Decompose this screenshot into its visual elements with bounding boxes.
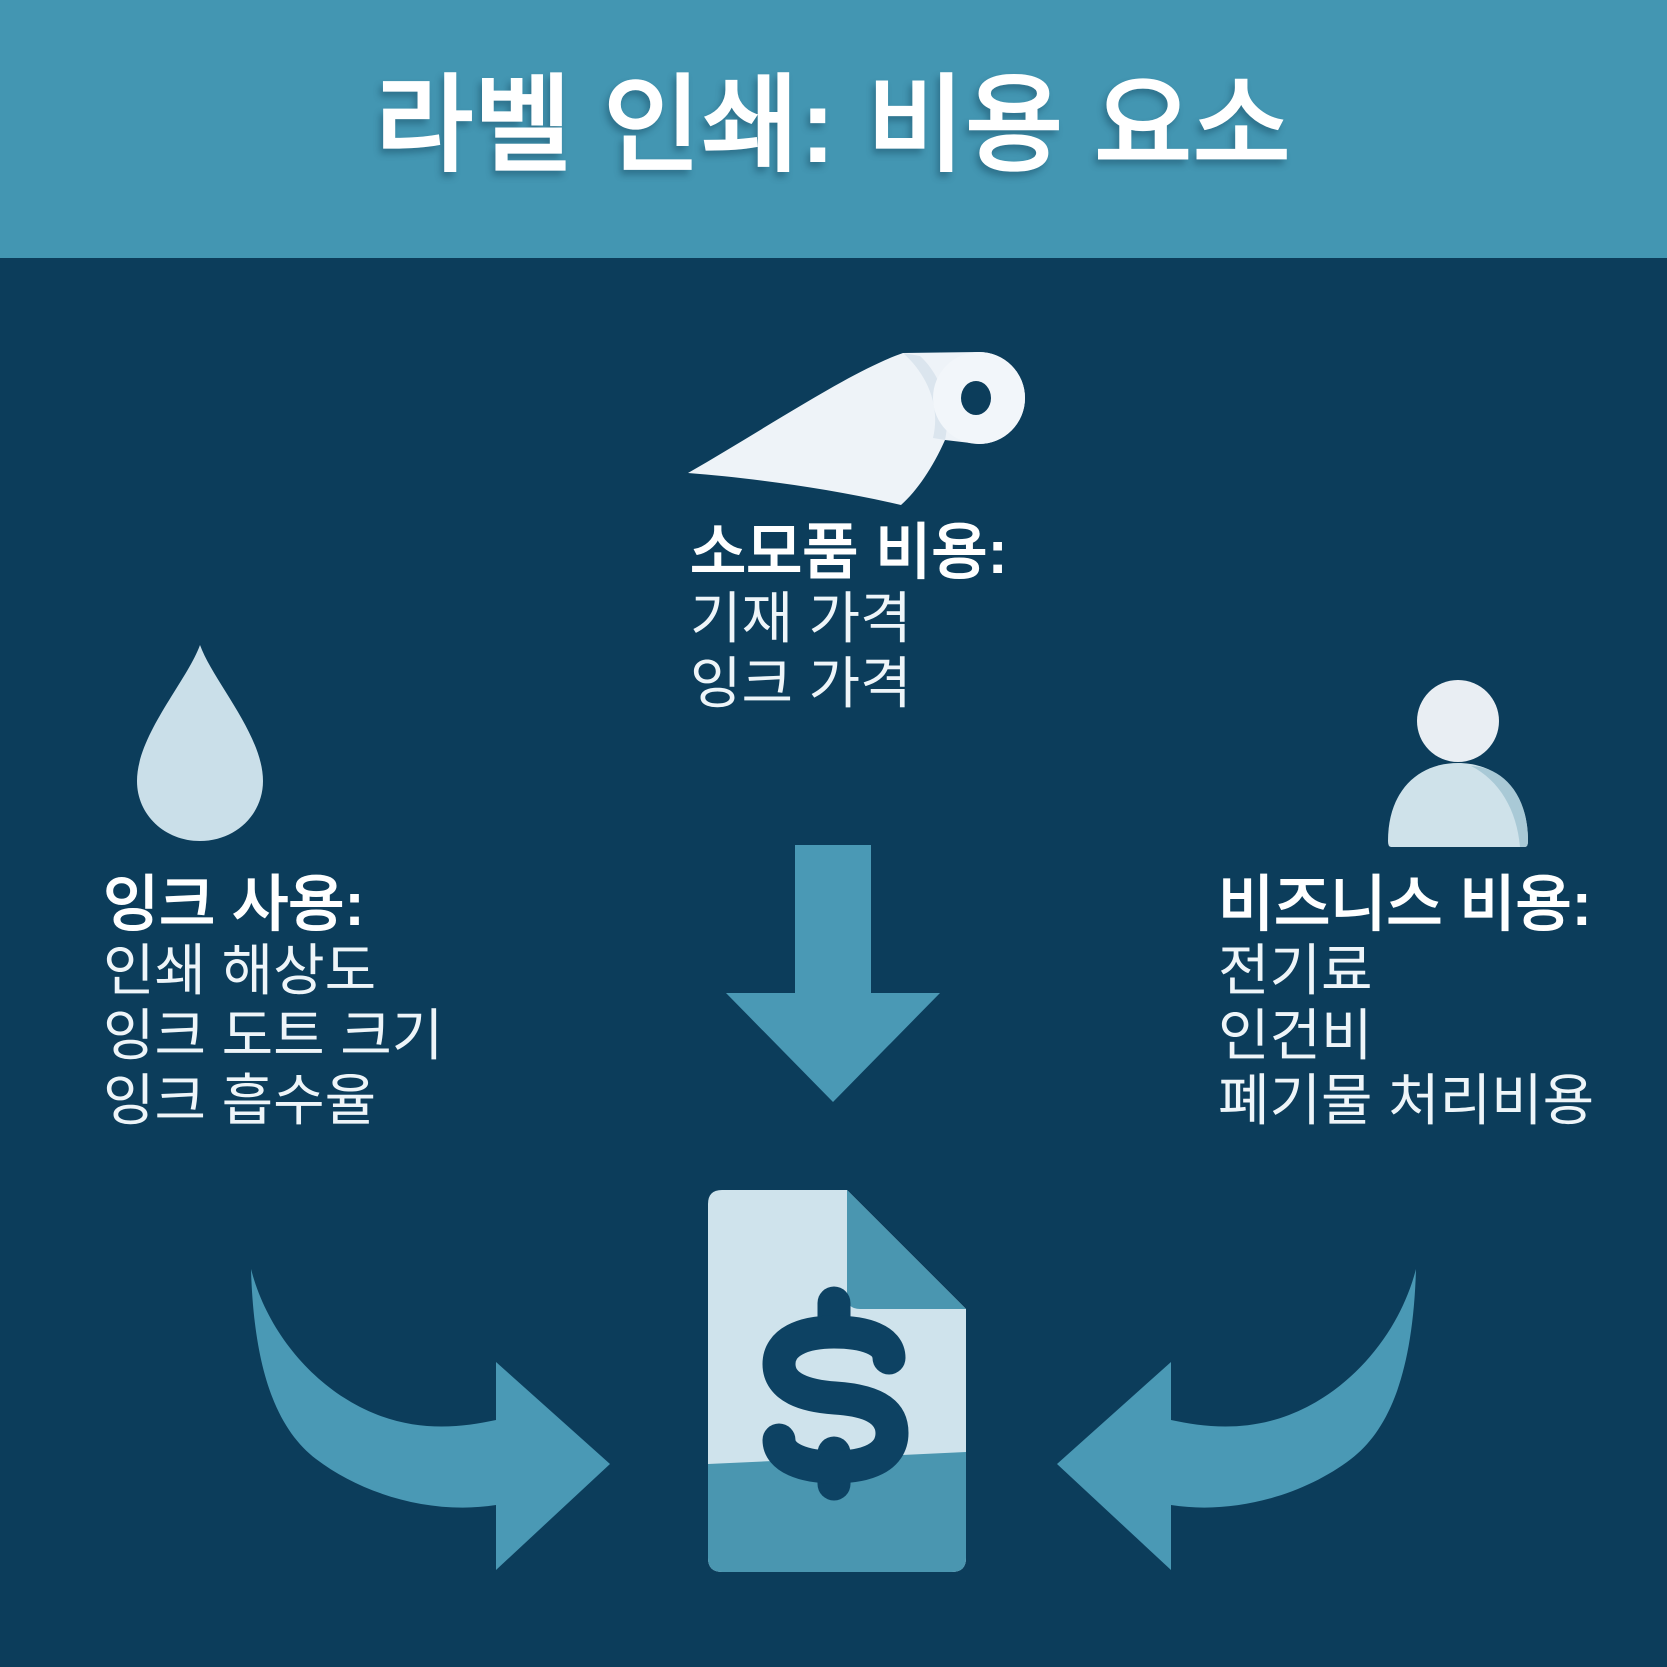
person-head bbox=[1417, 680, 1499, 762]
curved-arrow-left-icon bbox=[251, 1269, 610, 1570]
down-arrow-icon bbox=[726, 845, 940, 1102]
business-item-2: 인건비 bbox=[1218, 1004, 1373, 1067]
supplies-heading: 소모품 비용: bbox=[690, 518, 1008, 586]
ink-heading: 잉크 사용: bbox=[103, 870, 365, 938]
ink-drop-icon bbox=[137, 645, 263, 841]
label-roll-icon bbox=[688, 352, 1025, 505]
page-title: 라벨 인쇄: 비용 요소 bbox=[375, 67, 1292, 185]
document-folded-corner bbox=[847, 1190, 966, 1309]
supplies-item-1: 기재 가격 bbox=[690, 587, 912, 650]
cost-document-icon bbox=[708, 1190, 966, 1572]
business-item-1: 전기료 bbox=[1218, 939, 1373, 1002]
person-icon bbox=[1388, 680, 1528, 847]
ink-item-2: 잉크 도트 크기 bbox=[103, 1004, 444, 1067]
curved-arrow-right-icon bbox=[1057, 1269, 1416, 1570]
section-ink-usage: 잉크 사용: 인쇄 해상도 잉크 도트 크기 잉크 흡수율 bbox=[103, 870, 443, 1133]
roll-core-hole bbox=[961, 381, 991, 415]
document-footer-band bbox=[708, 1452, 966, 1572]
header-band: 라벨 인쇄: 비용 요소 bbox=[0, 0, 1667, 258]
person-body bbox=[1388, 763, 1528, 847]
business-item-3: 폐기물 처리비용 bbox=[1218, 1069, 1595, 1132]
supplies-item-2: 잉크 가격 bbox=[690, 652, 912, 715]
section-supplies: 소모품 비용: 기재 가격 잉크 가격 bbox=[690, 518, 1008, 716]
dollar-sign bbox=[762, 1286, 909, 1501]
ink-item-3: 잉크 흡수율 bbox=[103, 1069, 377, 1132]
section-business: 비즈니스 비용: 전기료 인건비 폐기물 처리비용 bbox=[1218, 870, 1594, 1133]
business-heading: 비즈니스 비용: bbox=[1218, 870, 1592, 938]
ink-item-1: 인쇄 해상도 bbox=[103, 939, 377, 1002]
